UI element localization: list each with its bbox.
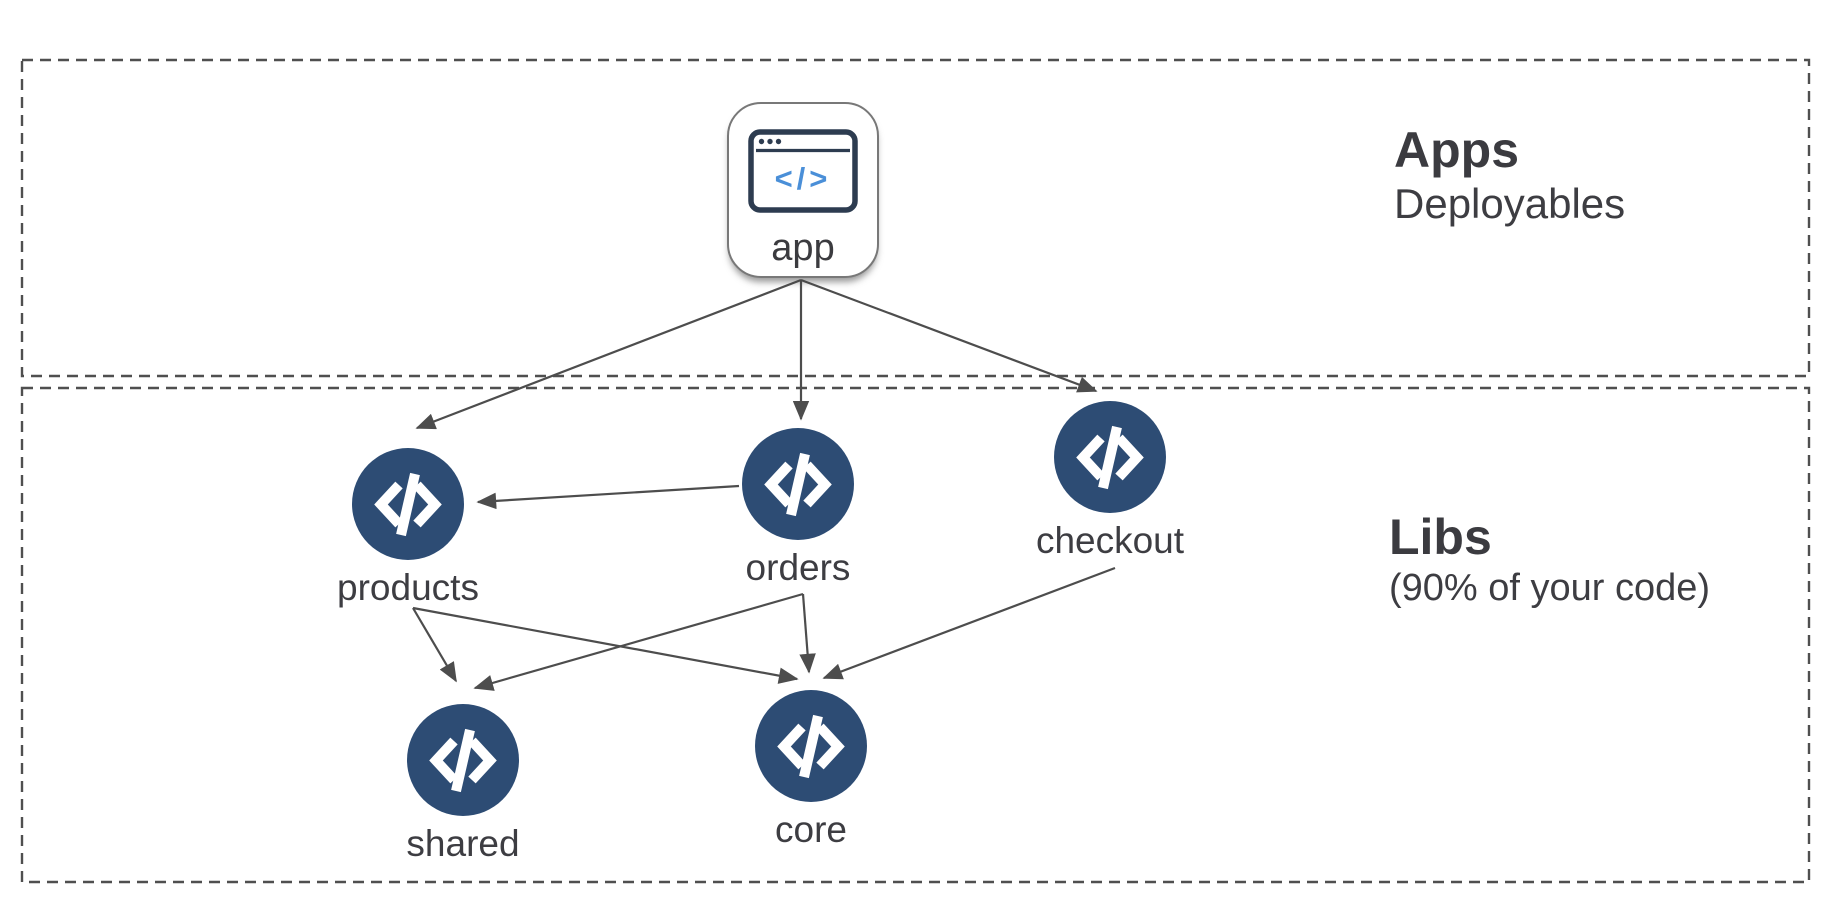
section-box-apps (20, 58, 1811, 378)
code-icon (352, 448, 464, 560)
node-shared[interactable]: shared (313, 704, 613, 866)
edge-orders-to-shared (473, 592, 804, 691)
libs-subtitle: (90% of your code) (1389, 567, 1711, 609)
code-icon (1054, 401, 1166, 513)
svg-text:</>: </> (775, 161, 832, 196)
libs-title: Libs (1389, 509, 1492, 565)
apps-subtitle: Deployables (1394, 180, 1626, 227)
code-icon (755, 690, 867, 802)
libs-section-label: Libs (90% of your code) (1389, 509, 1710, 613)
apps-section-label: Apps Deployables (1394, 122, 1625, 231)
node-label-app: app (771, 227, 835, 269)
node-label-core: core (775, 809, 847, 850)
node-label-orders: orders (745, 547, 851, 588)
node-label-products: products (337, 567, 479, 608)
code-icon (407, 704, 519, 816)
edge-app-to-products (415, 278, 802, 430)
node-orders[interactable]: orders (648, 428, 948, 590)
node-core[interactable]: core (661, 690, 961, 852)
edge-checkout-to-core (822, 566, 1116, 680)
node-label-checkout: checkout (1035, 520, 1185, 561)
node-checkout[interactable]: checkout (960, 401, 1260, 563)
edge-orders-to-core (799, 593, 816, 674)
edge-app-to-checkout (800, 278, 1098, 393)
node-products[interactable]: products (258, 448, 558, 610)
edge-products-to-shared (412, 607, 457, 683)
dependency-edges (412, 278, 1116, 691)
edge-products-to-core (412, 606, 799, 684)
code-icon (742, 428, 854, 540)
node-app[interactable]: </> app (727, 102, 879, 278)
section-boxes (20, 58, 1811, 884)
browser-code-icon: </> (748, 129, 858, 213)
apps-title: Apps (1394, 122, 1519, 178)
section-box-libs (20, 386, 1811, 884)
node-label-shared: shared (406, 823, 520, 864)
edge-orders-to-products (476, 484, 740, 510)
